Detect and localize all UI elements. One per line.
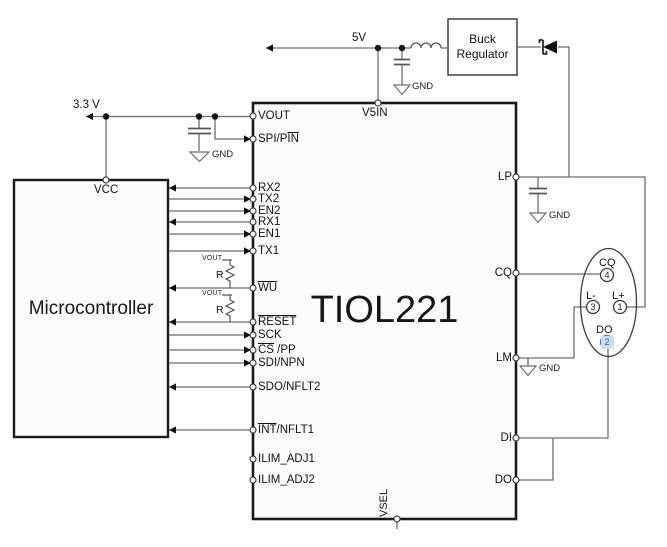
- resistor-label-1: R: [216, 269, 224, 281]
- pin-label-int-nflt1: INT/NFLT1: [258, 424, 315, 436]
- pin-label-wu: WU: [258, 282, 278, 294]
- pin-label-tx2: TX2: [258, 193, 280, 205]
- connector-pin1-circle: [612, 299, 628, 315]
- pin-label-reset: RESET: [258, 316, 297, 328]
- arrowheads: [86, 44, 273, 434]
- tiol221-part-number: TIOL221: [310, 289, 459, 331]
- gnd-label-3: GND: [549, 210, 571, 221]
- pin-label-tx1: TX1: [258, 245, 280, 257]
- pin-label-v5in: V5IN: [362, 107, 388, 119]
- vout-rail-label-1: VOUT: [202, 255, 223, 262]
- connector-label-cq: CQ: [599, 257, 616, 269]
- connector-label-lplus: L+: [612, 290, 625, 302]
- gnd-label-4: GND: [539, 363, 561, 374]
- rail-5v-label: 5V: [352, 32, 367, 44]
- connector-label-do: DO: [596, 324, 613, 336]
- buck-regulator-line1: Buck: [469, 32, 496, 46]
- gnd-label-2: GND: [412, 81, 434, 92]
- connector-pin2-number: 2: [600, 335, 614, 349]
- pin-label-ilim-adj1: ILIM_ADJ1: [258, 453, 315, 465]
- gnd-symbols: [188, 84, 548, 377]
- resistor-symbols: [222, 259, 236, 322]
- diode-icon: [538, 39, 557, 55]
- inductor-icon: [410, 42, 442, 49]
- pin-label-vout: VOUT: [258, 110, 290, 122]
- microcontroller-box: [12, 178, 170, 439]
- gnd-label-1: GND: [212, 149, 234, 160]
- capacitor-symbols: [188, 58, 547, 195]
- pin-circles: [102, 99, 520, 523]
- pin-label-do: DO: [494, 474, 512, 486]
- pin-label-en1: EN1: [258, 228, 281, 240]
- pin-label-en2: EN2: [258, 205, 281, 217]
- vcc-pin-label: VCC: [94, 184, 119, 196]
- connector-pin3-number: 3: [590, 301, 596, 312]
- connector-pin4-circle: [599, 267, 615, 283]
- wires: [86, 46, 646, 529]
- pin-label-sdi-npn: SDI/NPN: [258, 357, 305, 369]
- pin-label-sdo-nflt2: SDO/NFLT2: [258, 381, 321, 393]
- vout-rail-label-2: VOUT: [202, 290, 223, 297]
- microcontroller-label: Microcontroller: [28, 298, 154, 319]
- connector-pin3-circle: [585, 299, 601, 315]
- pin-label-lm: LM: [496, 352, 512, 364]
- connector-ellipse: [579, 247, 638, 358]
- pin-label-ilim-adj2: ILIM_ADJ2: [258, 474, 315, 486]
- pin-label-lp: LP: [497, 171, 512, 183]
- junction-dots: [102, 44, 406, 120]
- resistor-label-2: R: [216, 304, 224, 316]
- pin-label-spi-pin: SPI/PIN: [258, 133, 299, 145]
- rail-3v3-label: 3.3 V: [73, 99, 100, 111]
- buck-regulator-box: [447, 18, 518, 76]
- pin-label-cq: CQ: [494, 267, 512, 279]
- pin-label-vsel: VSEL: [378, 488, 390, 517]
- connector-pin1-number: 1: [617, 301, 623, 312]
- buck-regulator-line2: Regulator: [456, 47, 509, 61]
- pin-label-rx2: RX2: [258, 182, 281, 194]
- connector-pin4-number: 4: [604, 269, 610, 280]
- pin-label-rx1: RX1: [258, 216, 281, 228]
- pin-label-di: DI: [500, 432, 513, 444]
- tiol221-box: [251, 101, 518, 521]
- pin-label-sck: SCK: [258, 329, 282, 341]
- buck-regulator: Buck Regulator: [448, 19, 517, 75]
- pin-label-cs-pp: CS /PP: [258, 344, 296, 356]
- connector-label-lminus: L-: [586, 290, 596, 302]
